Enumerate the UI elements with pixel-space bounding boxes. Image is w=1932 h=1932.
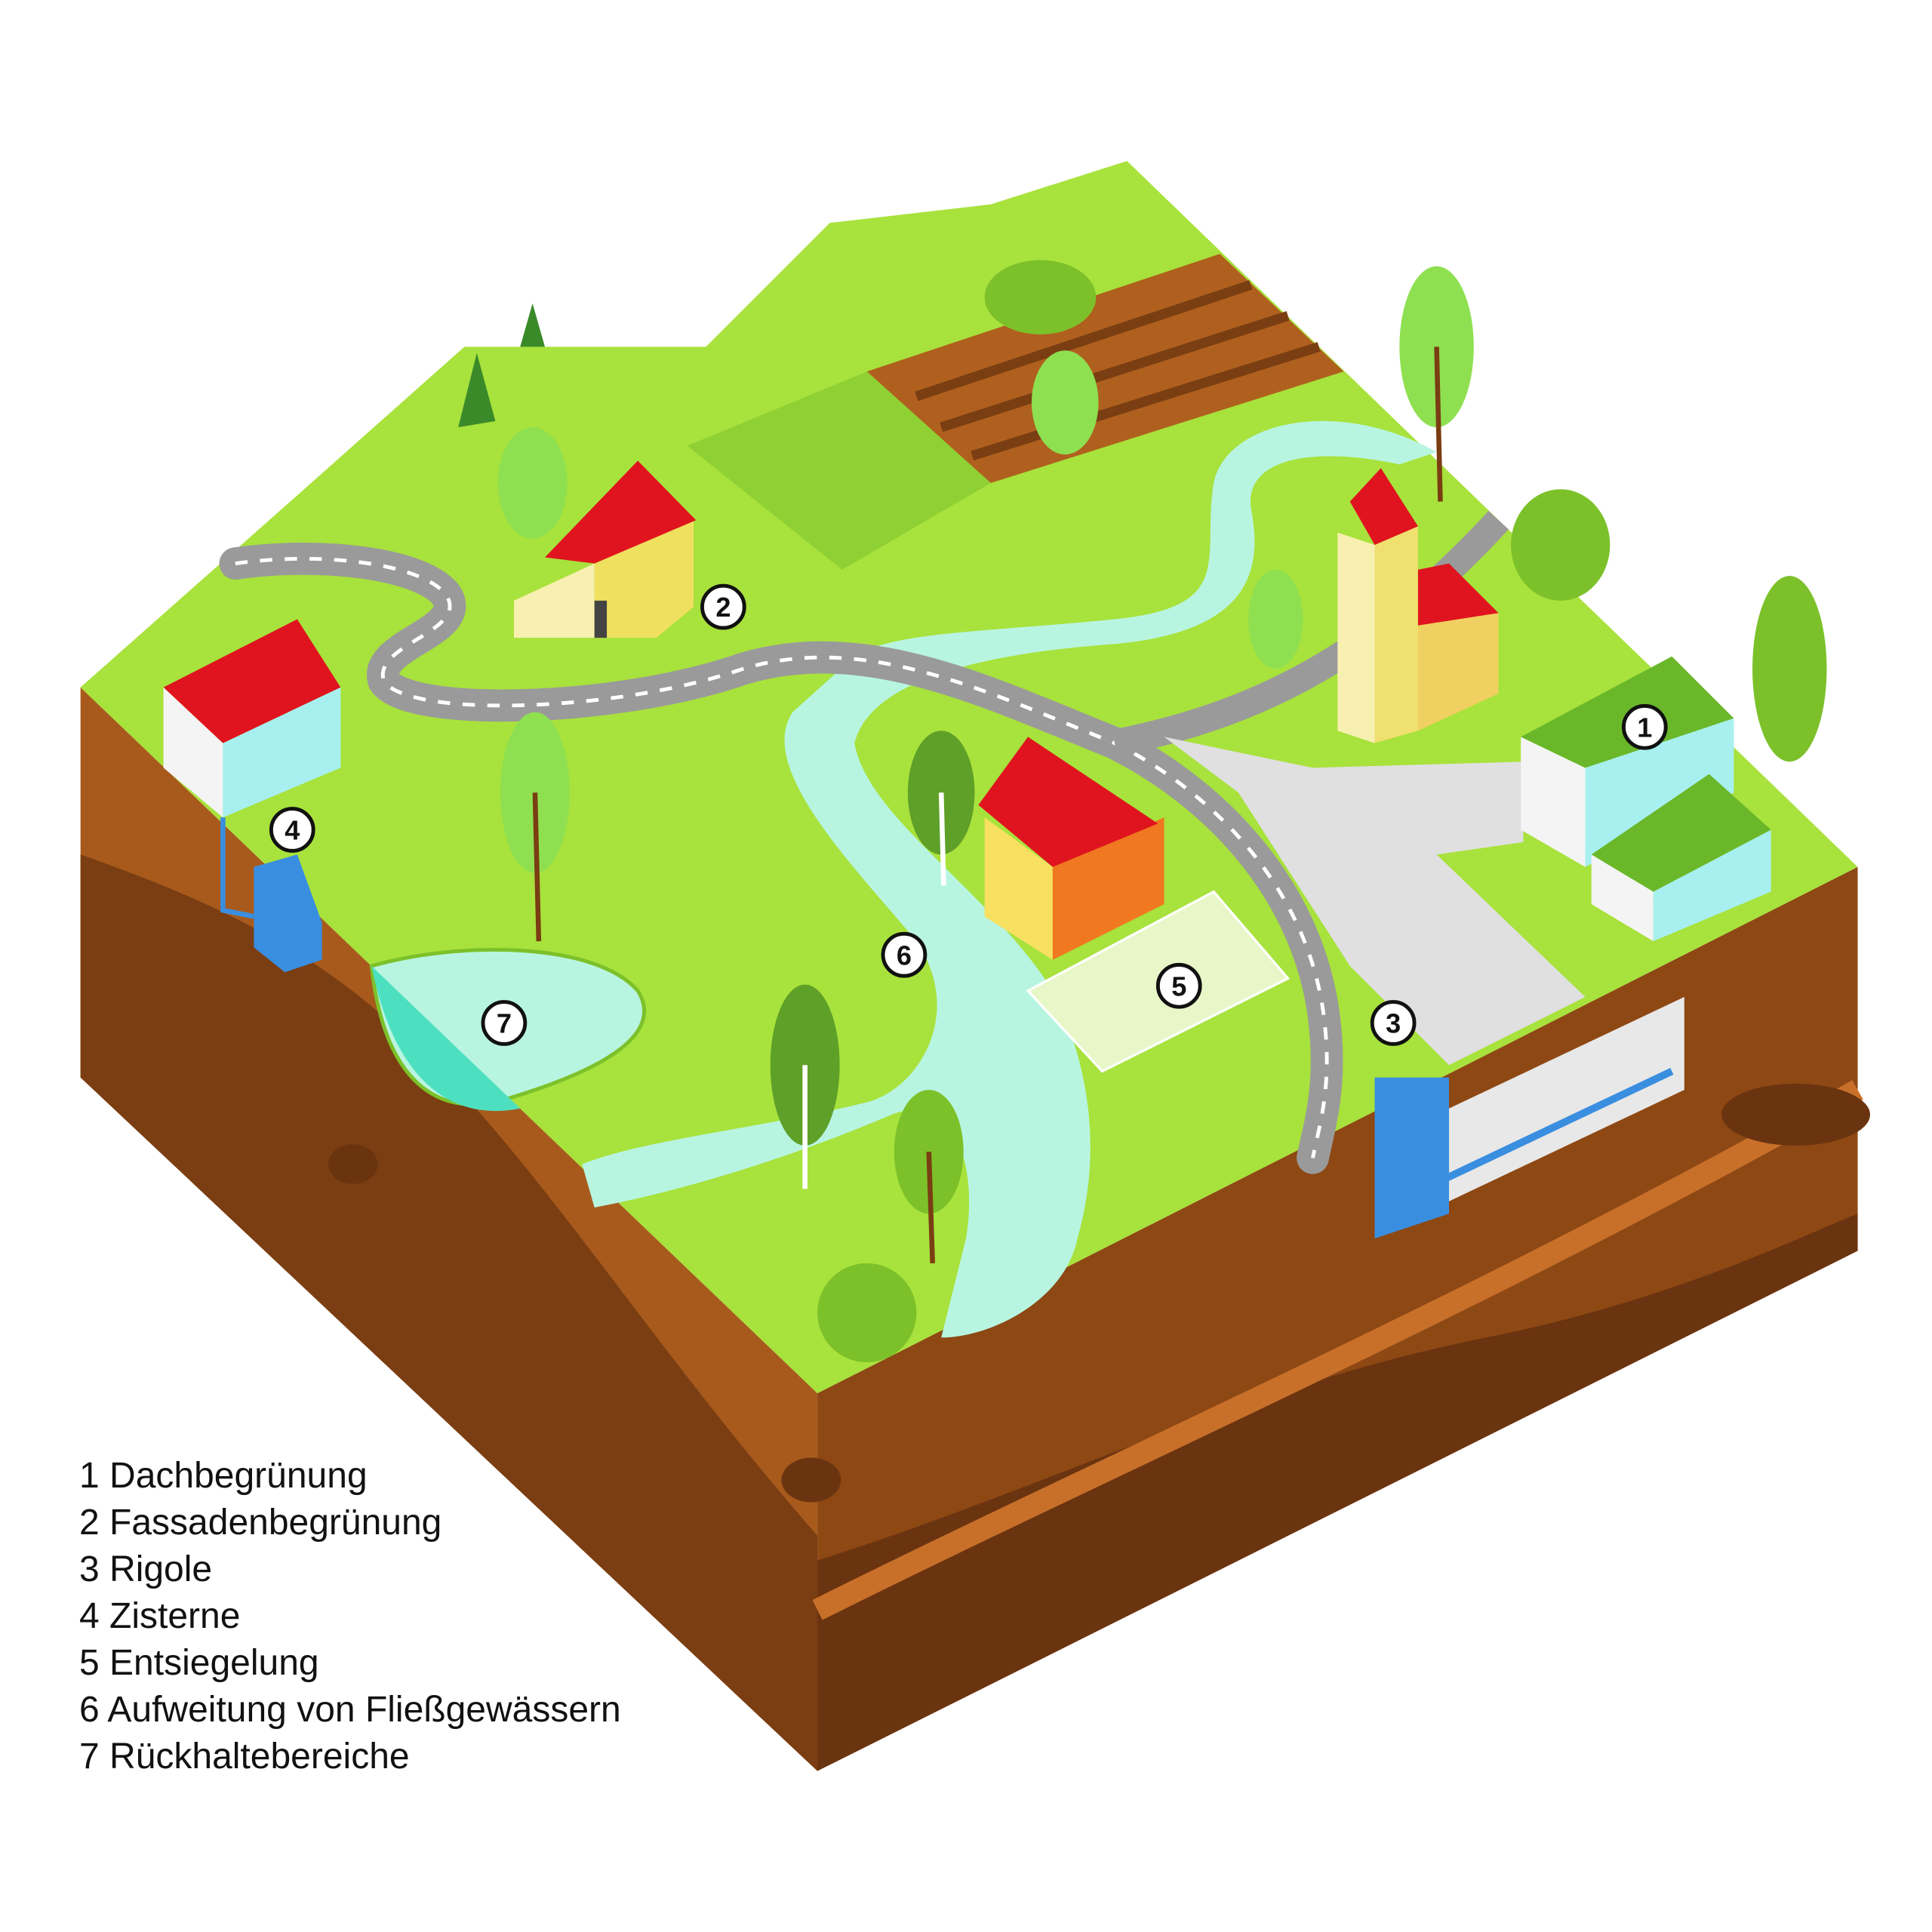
svg-text:5: 5	[1171, 971, 1186, 1001]
cistern-pipe	[220, 817, 255, 919]
marker-6: 6	[881, 931, 928, 978]
legend-item: 7 Rückhaltebereiche	[79, 1737, 410, 1777]
marker-7: 7	[481, 1000, 528, 1046]
legend-item: 4 Zisterne	[79, 1596, 241, 1636]
cistern	[254, 854, 322, 973]
river	[582, 420, 1437, 1338]
paved-plaza	[1164, 737, 1586, 1066]
soil-stone	[328, 1144, 378, 1184]
field-furrows	[915, 280, 1321, 461]
legend-item: 1 Dachbegrünung	[79, 1456, 368, 1496]
soil-stone	[781, 1457, 841, 1503]
svg-text:3: 3	[1386, 1008, 1401, 1039]
house-facade-greening	[514, 460, 697, 638]
marker-3: 3	[1370, 1000, 1417, 1046]
legend-item: 2 Fassadenbegrünung	[79, 1503, 442, 1543]
trees	[458, 260, 1827, 1363]
legend: 1 Dachbegrünung 2 Fassadenbegrünung 3 Ri…	[79, 1453, 621, 1780]
svg-text:1: 1	[1637, 712, 1652, 743]
svg-text:7: 7	[497, 1008, 512, 1039]
marker-2: 2	[700, 583, 746, 630]
soil-stone	[1721, 1083, 1870, 1146]
rigole-pipe	[1435, 1068, 1674, 1186]
legend-item: 3 Rigole	[79, 1549, 213, 1589]
pond-section	[371, 966, 521, 1112]
tree-trunks	[532, 346, 1443, 1263]
soil-stripe	[812, 1080, 1863, 1620]
svg-text:4: 4	[285, 815, 300, 846]
crop-field	[687, 371, 991, 570]
marker-5: 5	[1155, 962, 1202, 1009]
plowed-field	[866, 254, 1344, 483]
svg-text:6: 6	[897, 940, 912, 971]
house-zisterne	[163, 619, 341, 818]
marker-4: 4	[269, 807, 315, 853]
rigole-shaft	[1374, 1077, 1449, 1239]
road-markings	[235, 556, 1329, 1158]
legend-item: 6 Aufweitung von Fließgewässern	[79, 1690, 621, 1730]
soil-layer-left	[80, 854, 818, 1771]
legend-item: 5 Entsiegelung	[79, 1643, 319, 1683]
soil-layer-right	[817, 1214, 1858, 1771]
church	[1337, 468, 1499, 743]
house-orange	[978, 737, 1164, 960]
marker-1: 1	[1621, 703, 1668, 750]
svg-text:2: 2	[715, 592, 731, 623]
